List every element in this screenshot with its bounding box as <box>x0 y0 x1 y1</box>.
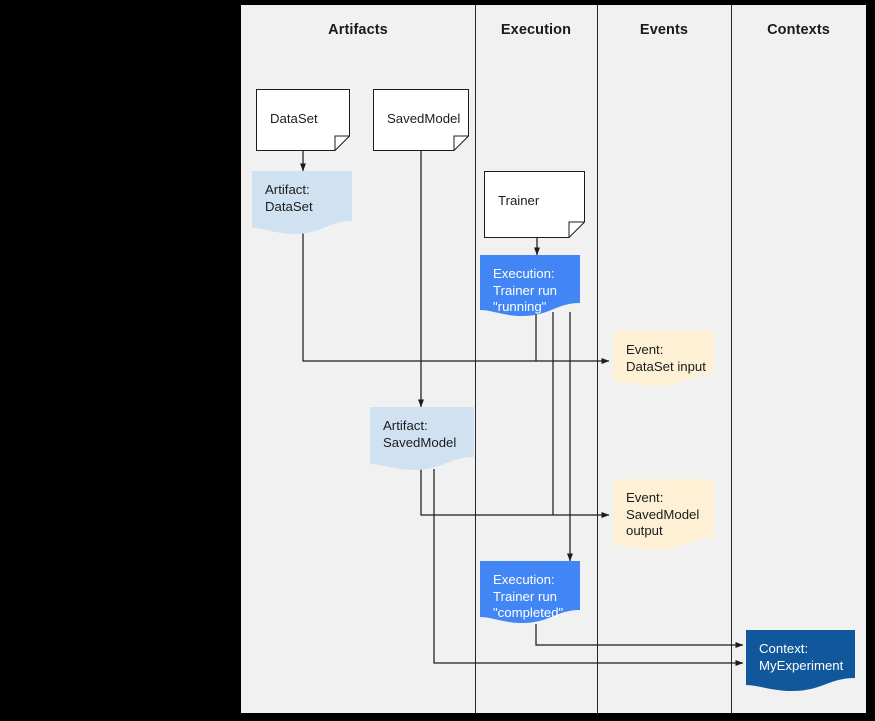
node-execution-completed[interactable]: Execution: Trainer run "completed" <box>480 561 580 624</box>
node-label: Artifact: SavedModel <box>383 418 457 450</box>
node-event-dataset-input[interactable]: Event: DataSet input <box>613 331 714 387</box>
node-label: Execution: Trainer run "running" <box>493 266 558 314</box>
node-label: Artifact: DataSet <box>265 182 313 214</box>
lane-divider-artifacts-execution <box>475 5 476 713</box>
node-dataset-document[interactable]: DataSet <box>256 89 350 151</box>
node-label: DataSet <box>270 111 318 126</box>
node-execution-running[interactable]: Execution: Trainer run "running" <box>480 255 580 317</box>
lane-header-contexts: Contexts <box>767 22 830 38</box>
node-label: Trainer <box>498 193 540 208</box>
node-label: Execution: Trainer run "completed" <box>493 572 564 620</box>
node-context-myexperiment[interactable]: Context: MyExperiment <box>746 630 855 692</box>
node-label: SavedModel <box>387 111 461 126</box>
lane-divider-execution-events <box>597 5 598 713</box>
lane-header-artifacts: Artifacts <box>328 22 388 38</box>
node-artifact-dataset[interactable]: Artifact: DataSet <box>252 171 352 235</box>
node-label: Event: SavedModel output <box>626 490 700 538</box>
node-artifact-savedmodel[interactable]: Artifact: SavedModel <box>370 407 474 471</box>
lane-header-events: Events <box>639 22 689 38</box>
swimlane-diagram: Artifacts Execution Events Contexts <box>241 5 866 713</box>
node-savedmodel-document[interactable]: SavedModel <box>373 89 469 151</box>
node-trainer-document[interactable]: Trainer <box>484 171 585 238</box>
lane-divider-events-contexts <box>731 5 732 713</box>
node-label: Event: DataSet input <box>626 342 706 374</box>
lane-header-execution: Execution <box>500 22 572 38</box>
node-label: Context: MyExperiment <box>759 641 844 673</box>
node-event-savedmodel-output[interactable]: Event: SavedModel output <box>613 479 714 551</box>
